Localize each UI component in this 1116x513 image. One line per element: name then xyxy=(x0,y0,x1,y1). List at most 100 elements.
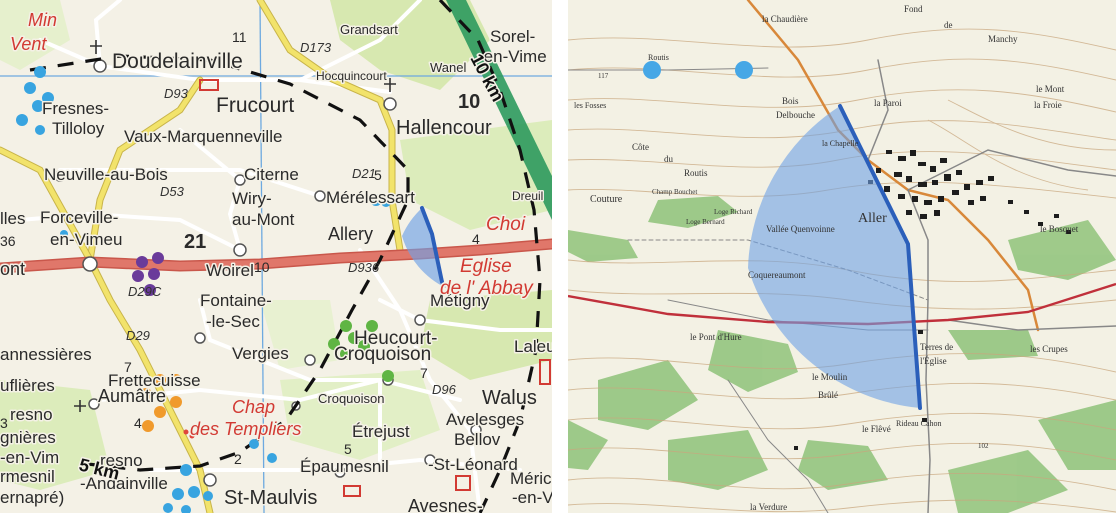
woodland xyxy=(1008,220,1116,280)
turbine-markers xyxy=(643,61,753,79)
turbine-cluster-orange xyxy=(140,374,182,432)
place-label-aumont: au-Mont xyxy=(232,210,295,229)
place-label-woirel: Woirel xyxy=(206,261,254,280)
road-map-svg[interactable]: DoudelainvilleFrucourtVaux-Marquennevill… xyxy=(0,0,552,513)
road xyxy=(568,67,769,71)
topo-label-coquereaumont: Coquereaumont xyxy=(748,270,806,280)
place-label-doudelainville: Doudelainville xyxy=(112,50,243,73)
place-label-envim: -en-Vim xyxy=(0,448,59,467)
heritage-label-delabbay: de l' Abbay xyxy=(440,278,534,299)
place-label-meric: Méric xyxy=(510,469,552,488)
route-number-n21: 21 xyxy=(184,231,206,253)
minor-road xyxy=(198,298,382,382)
heritage-label-min: Min xyxy=(28,10,57,30)
place-label-envi: -en-V xyxy=(512,488,552,507)
church-icon xyxy=(90,40,102,54)
main-road xyxy=(0,240,552,272)
topo-label-pontdhure: le Pont d'Hure xyxy=(690,332,742,342)
woodland xyxy=(948,330,1038,360)
topo-label-manchy: Manchy xyxy=(988,34,1018,44)
road xyxy=(907,189,931,513)
minor-road xyxy=(93,0,122,68)
village-marker xyxy=(424,454,436,466)
place-label-gnieres: gnières xyxy=(0,428,56,447)
place-label-rmesnil: rmesnil xyxy=(0,467,55,486)
topo-label-routis2: Routis xyxy=(684,168,708,178)
forest-patch xyxy=(420,290,552,380)
place-label-lesec: -le-Sec xyxy=(206,312,260,331)
route-number-n3: 3 xyxy=(0,415,8,431)
road-label-d936: D936 xyxy=(348,260,380,275)
place-label-neuville: Neuville-au-Bois xyxy=(44,165,168,184)
road-label-d29: D29 xyxy=(126,328,150,343)
turbine-cluster-blue xyxy=(16,66,391,513)
road-label-d93: D93 xyxy=(164,86,189,101)
castle-icon xyxy=(539,359,551,385)
woodland xyxy=(708,330,798,392)
place-label-grandsart: Grandsart xyxy=(340,22,398,37)
place-label-croquoison2: Croquoison xyxy=(318,391,385,406)
place-label-laleu: Laleu xyxy=(514,337,552,356)
road-label-d29c: D29C xyxy=(128,284,162,299)
place-label-bellov: Bellov xyxy=(454,430,501,449)
village-marker xyxy=(414,314,426,326)
place-label-walus: Walus xyxy=(482,387,537,409)
contour-line xyxy=(568,28,1116,51)
place-label-avelesges: Avelesges xyxy=(446,410,524,429)
route-number-n7a: 7 xyxy=(124,359,132,375)
topo-label-fosses: les Fosses xyxy=(574,101,606,110)
road-label-d53: D53 xyxy=(160,184,185,199)
woodland xyxy=(648,196,738,228)
place-label-aumatre: Aumâtre xyxy=(98,386,166,406)
route-number-n11: 11 xyxy=(232,29,247,45)
heritage-label-eglise: Eglise xyxy=(460,256,512,277)
route-number-n5a: 5 xyxy=(374,167,382,183)
topo-label-fond: Fond xyxy=(904,4,923,14)
place-label-sorel: Sorel- xyxy=(490,27,535,46)
place-label-merelessart: Mérélessart xyxy=(326,188,415,207)
topo-label-bois: Bois xyxy=(782,96,799,106)
grid-lines xyxy=(0,0,552,513)
topo-label-terres: Terres de xyxy=(920,342,953,352)
topo-label-crupes: les Crupes xyxy=(1030,344,1068,354)
place-label-annessieres: annessières xyxy=(0,345,92,364)
place-label-envimeu: en-Vimeu xyxy=(50,230,122,249)
minor-road xyxy=(148,457,522,472)
woodland xyxy=(568,420,608,470)
village-marker xyxy=(314,190,326,202)
village-marker xyxy=(88,398,100,410)
minor-road xyxy=(18,211,242,252)
place-label-epaumesnil: Épaumesnil xyxy=(300,457,389,476)
village-marker xyxy=(194,332,206,344)
heritage-label-choi: Choi xyxy=(486,214,526,235)
place-label-resnoc: resno xyxy=(100,451,143,470)
route-number-n4b: 4 xyxy=(134,415,142,431)
place-label-uflieres: uflières xyxy=(0,376,55,395)
route-number-n4: 4 xyxy=(472,231,480,247)
woodland xyxy=(668,430,768,490)
turbine-cluster-green xyxy=(328,320,394,382)
place-label-resno: resno xyxy=(10,405,53,424)
secondary-road xyxy=(257,0,403,253)
place-label-vaux: Vaux-Marquenneville xyxy=(124,127,282,146)
place-label-etrejust: Étrejust xyxy=(352,422,410,441)
contour-line xyxy=(568,472,1116,491)
place-label-stleonard: -St-Léonard xyxy=(428,455,518,474)
road-label-d96: D96 xyxy=(432,382,457,397)
village-marker xyxy=(383,97,397,111)
topo-label-routis: Routis xyxy=(648,53,669,62)
distance-rings xyxy=(29,0,542,513)
woodland-areas xyxy=(568,196,1116,513)
topo-label-couture: Couture xyxy=(590,194,623,205)
village-marker xyxy=(54,170,66,182)
minor-road xyxy=(178,128,243,252)
woodland xyxy=(798,440,888,490)
forest-patch xyxy=(280,370,440,460)
route-number-n10a: 10 xyxy=(458,91,480,113)
place-label-citerne: Citerne xyxy=(244,165,299,184)
place-label-frettecuisse: Frettecuisse xyxy=(108,371,201,390)
woodland xyxy=(1038,400,1116,470)
